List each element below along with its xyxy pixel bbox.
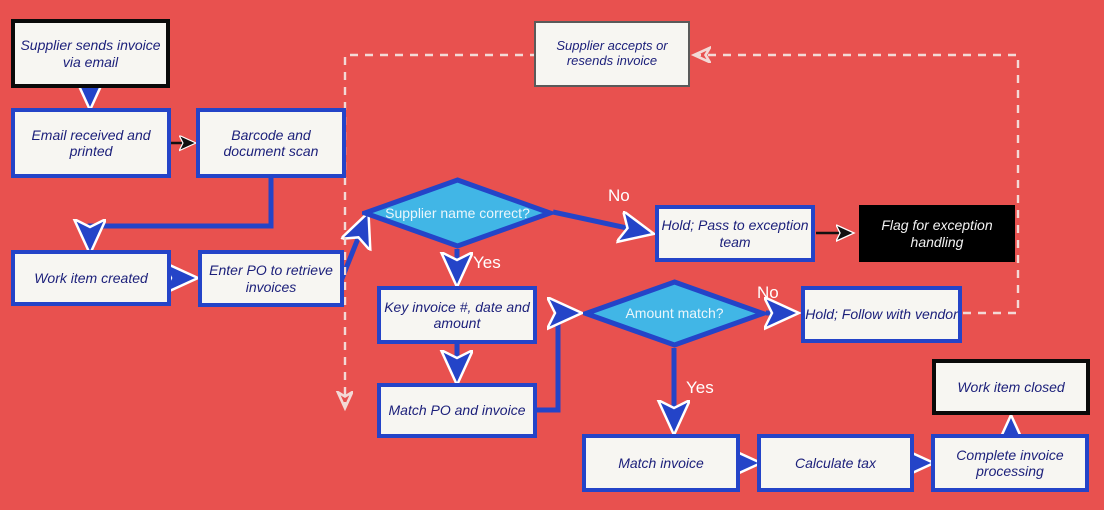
edge-dashed-loop-right <box>694 55 1020 315</box>
node-label: Amount match? <box>625 305 724 322</box>
diamond-shape <box>583 279 766 348</box>
node-hold-follow-with-vendor[interactable]: Hold; Follow with vendor <box>801 286 962 343</box>
edge-match-po-to-amount-match <box>537 313 578 413</box>
node-barcode-document-scan[interactable]: Barcode and document scan <box>196 108 346 178</box>
edge-supplier-name-no <box>552 209 650 233</box>
node-supplier-accepts-or-resends[interactable]: Supplier accepts or resends invoice <box>534 21 690 87</box>
diamond-shape <box>362 177 553 249</box>
node-work-item-created[interactable]: Work item created <box>11 250 171 306</box>
node-flag-for-exception-handling[interactable]: Flag for exception handling <box>859 205 1015 262</box>
node-label: Match PO and invoice <box>388 402 526 419</box>
edge-dashed-loop-left <box>345 53 538 408</box>
node-supplier-sends-invoice[interactable]: Supplier sends invoice via email <box>11 19 170 88</box>
node-complete-invoice-processing[interactable]: Complete invoice processing <box>931 434 1089 492</box>
edge-barcode-to-work-item <box>90 176 274 250</box>
node-email-received[interactable]: Email received and printed <box>11 108 171 178</box>
node-amount-match[interactable]: Amount match? <box>583 279 766 348</box>
node-match-po-and-invoice[interactable]: Match PO and invoice <box>377 383 537 438</box>
node-key-invoice-date-amount[interactable]: Key invoice #, date and amount <box>377 286 537 344</box>
node-label: Hold; Follow with vendor <box>805 306 958 323</box>
node-label: Work item closed <box>957 378 1065 395</box>
edge-label-yes-supplier-name: Yes <box>473 253 501 272</box>
node-label: Key invoice #, date and amount <box>384 298 530 331</box>
node-label: Supplier sends invoice via email <box>20 37 161 70</box>
node-label: Complete invoice processing <box>956 446 1064 479</box>
node-calculate-tax[interactable]: Calculate tax <box>757 434 914 492</box>
edge-label-yes-amount-match: Yes <box>686 378 714 397</box>
node-supplier-name-correct[interactable]: Supplier name correct? <box>362 177 553 249</box>
edge-label-no-supplier-name: No <box>608 186 630 205</box>
node-label: Hold; Pass to exception team <box>661 217 809 250</box>
node-label: Email received and printed <box>31 126 151 159</box>
node-match-invoice[interactable]: Match invoice <box>582 434 740 492</box>
node-label: Match invoice <box>618 454 704 471</box>
node-enter-po-retrieve-invoices[interactable]: Enter PO to retrieve invoices <box>198 250 344 307</box>
node-hold-pass-exception-team[interactable]: Hold; Pass to exception team <box>655 205 815 262</box>
node-label: Supplier name correct? <box>385 204 530 221</box>
node-label: Barcode and document scan <box>223 126 319 159</box>
edge-label-no-amount-match: No <box>757 283 779 302</box>
node-label: Calculate tax <box>795 454 876 471</box>
node-label: Enter PO to retrieve invoices <box>209 262 333 295</box>
node-label: Work item created <box>34 269 148 286</box>
node-label: Supplier accepts or resends invoice <box>556 38 668 68</box>
node-label: Flag for exception handling <box>881 217 993 250</box>
node-work-item-closed[interactable]: Work item closed <box>932 359 1090 415</box>
